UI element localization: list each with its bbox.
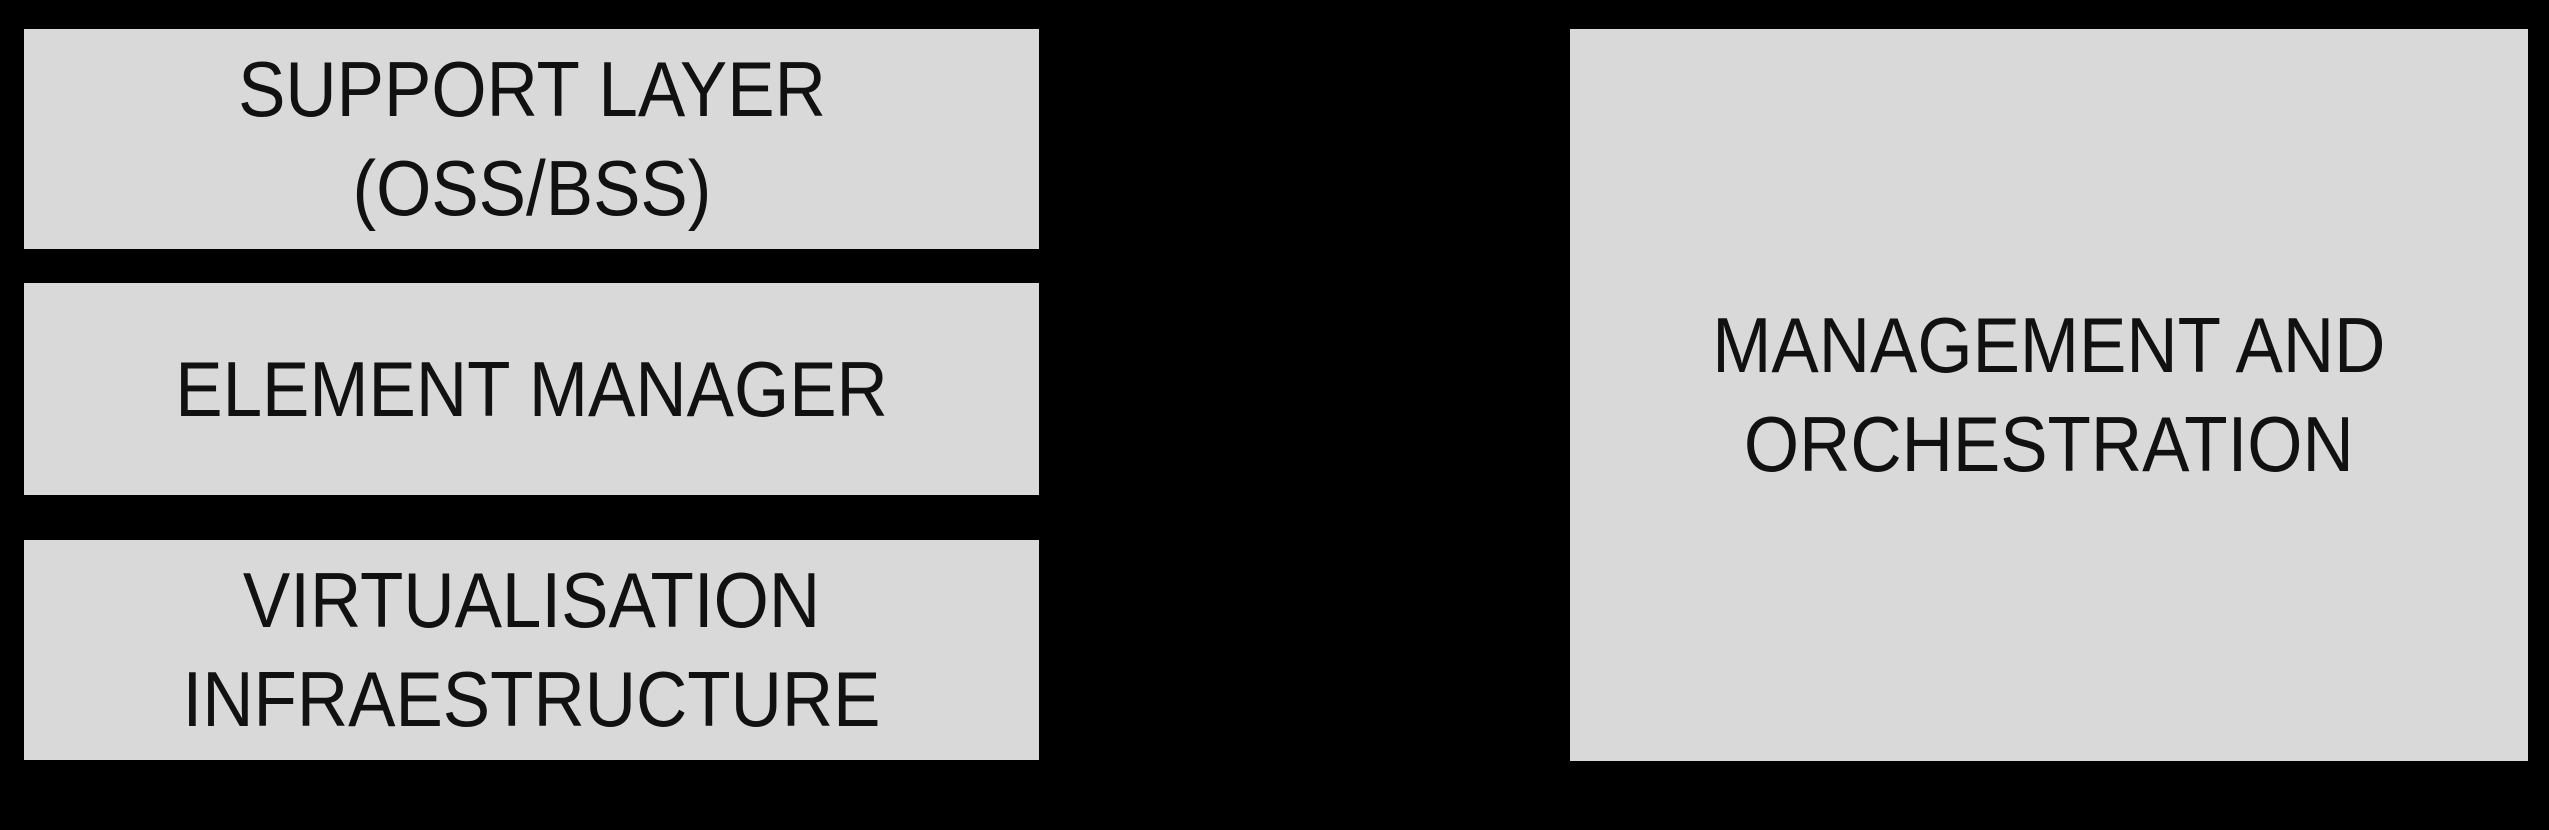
box-label-line: SUPPORT LAYER [237,45,826,133]
box-label-line: MANAGEMENT AND [1712,301,2386,389]
box-label-line: INFRAESTRUCTURE [182,655,881,743]
box-virtualisation-infrastructure: VIRTUALISATION INFRAESTRUCTURE [24,540,1039,760]
box-label-line: VIRTUALISATION [242,556,821,644]
box-element-manager: ELEMENT MANAGER [24,283,1039,495]
box-label-line: (OSS/BSS) [352,144,711,232]
box-label-line: ORCHESTRATION [1744,400,2354,488]
box-label-line: ELEMENT MANAGER [175,344,888,433]
box-element-manager-label: ELEMENT MANAGER [175,340,888,439]
box-support-layer: SUPPORT LAYER (OSS/BSS) [24,29,1039,249]
box-virtualisation-infrastructure-label: VIRTUALISATION INFRAESTRUCTURE [183,551,881,749]
box-management-and-orchestration-label: MANAGEMENT AND ORCHESTRATION [1712,296,2385,494]
box-management-and-orchestration: MANAGEMENT AND ORCHESTRATION [1570,29,2528,761]
box-support-layer-label: SUPPORT LAYER (OSS/BSS) [238,40,826,238]
